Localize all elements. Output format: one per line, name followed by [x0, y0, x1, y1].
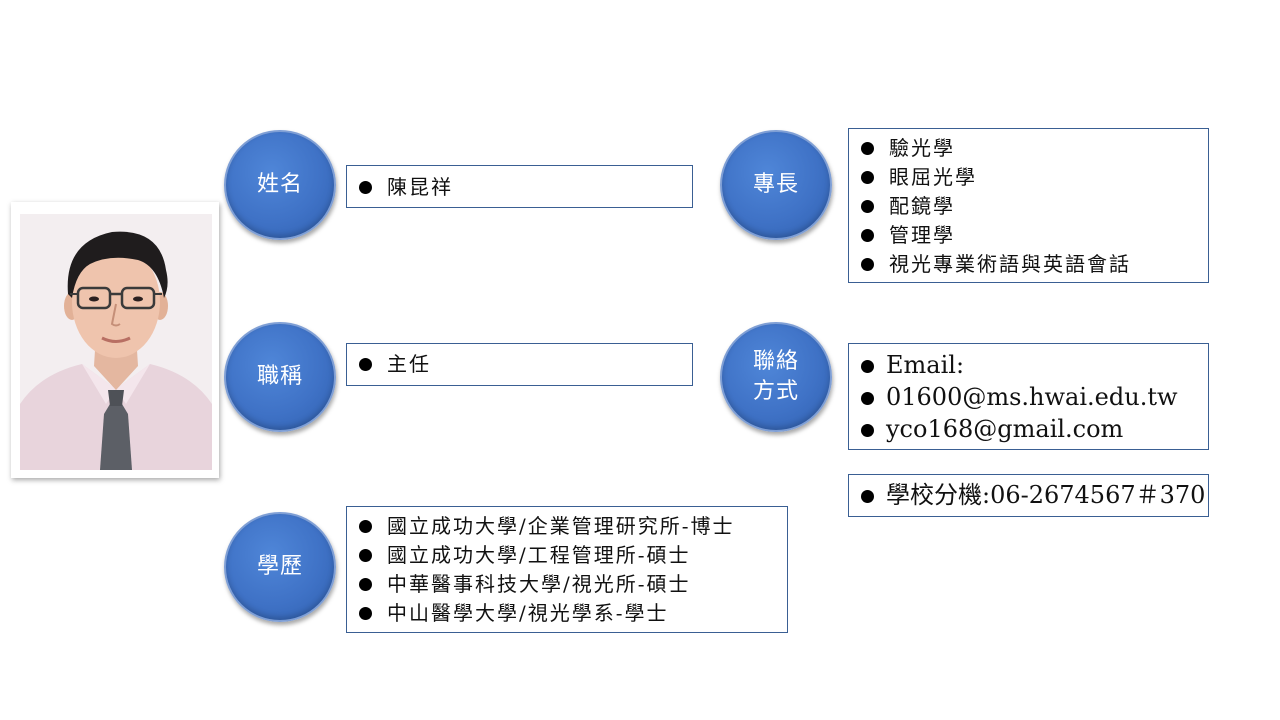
name-label-badge: 姓名	[224, 130, 336, 240]
contact-label-line1: 聯絡	[752, 349, 799, 374]
contact-email-label: Email:	[849, 349, 1208, 381]
extension-value: 學校分機:06-2674567＃370	[849, 479, 1208, 511]
name-value: 陳昆祥	[347, 173, 692, 202]
contact-label-line2: 方式	[752, 379, 799, 404]
education-item: 國立成功大學/企業管理研究所-博士	[347, 512, 787, 541]
name-box: 陳昆祥	[346, 165, 693, 208]
specialty-label-badge: 專長	[720, 130, 832, 240]
name-label: 姓名	[256, 172, 303, 197]
specialty-box: 驗光學 眼屈光學 配鏡學 管理學 視光專業術語與英語會話	[848, 128, 1209, 283]
contact-email-school[interactable]: 01600@ms.hwai.edu.tw	[849, 381, 1208, 413]
contact-box: Email: 01600@ms.hwai.edu.tw yco168@gmail…	[848, 343, 1209, 450]
education-item: 中山醫學大學/視光學系-學士	[347, 599, 787, 628]
title-value: 主任	[347, 350, 692, 379]
specialty-item: 驗光學	[849, 134, 1208, 163]
title-box: 主任	[346, 343, 693, 386]
contact-label-badge: 聯絡 方式	[720, 322, 832, 432]
education-box: 國立成功大學/企業管理研究所-博士 國立成功大學/工程管理所-碩士 中華醫事科技…	[346, 506, 788, 633]
portrait-photo	[20, 214, 212, 470]
portrait-illustration	[20, 214, 212, 470]
specialty-item: 管理學	[849, 221, 1208, 250]
specialty-label: 專長	[752, 172, 799, 197]
education-item: 中華醫事科技大學/視光所-碩士	[347, 570, 787, 599]
education-label: 學歷	[256, 554, 303, 579]
education-label-badge: 學歷	[224, 512, 336, 622]
specialty-item: 眼屈光學	[849, 163, 1208, 192]
title-label: 職稱	[256, 364, 303, 389]
extension-box: 學校分機:06-2674567＃370	[848, 474, 1209, 517]
education-item: 國立成功大學/工程管理所-碩士	[347, 541, 787, 570]
specialty-item: 配鏡學	[849, 192, 1208, 221]
contact-email-gmail[interactable]: yco168@gmail.com	[849, 413, 1208, 445]
specialty-item: 視光專業術語與英語會話	[849, 250, 1208, 279]
title-label-badge: 職稱	[224, 322, 336, 432]
portrait-frame	[11, 202, 219, 478]
